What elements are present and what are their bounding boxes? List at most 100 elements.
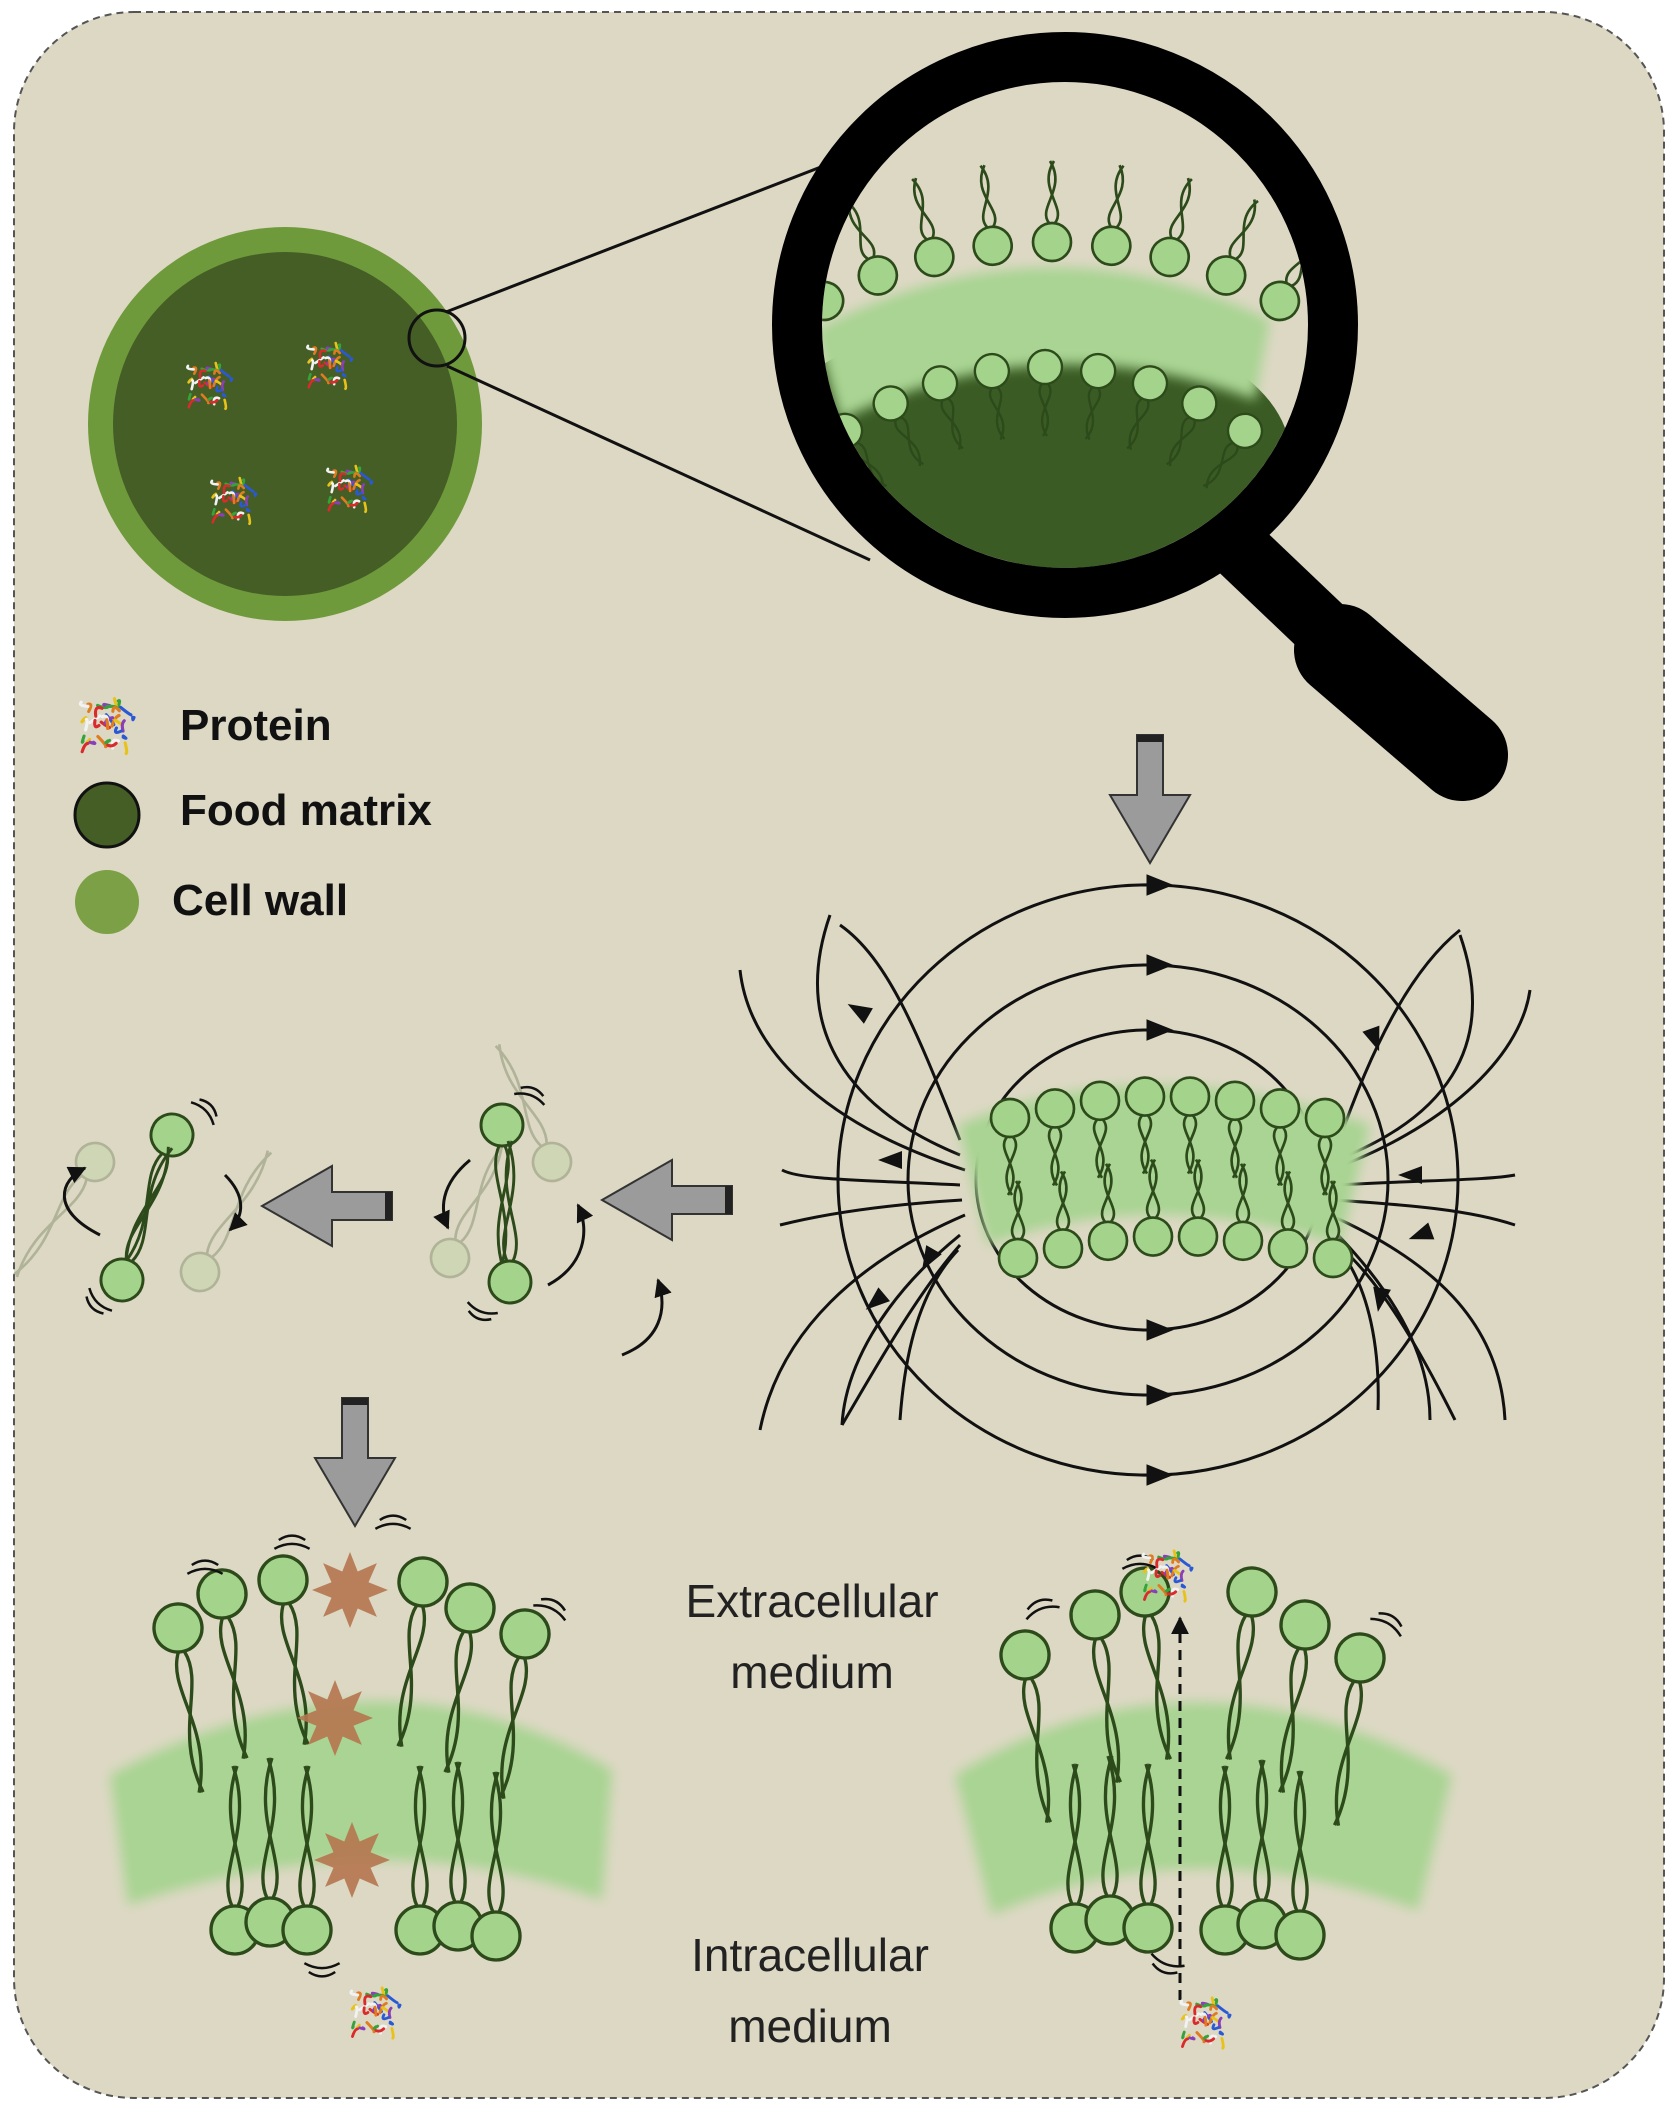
lipid-outer	[1079, 1080, 1121, 1179]
electric-field-lines	[738, 874, 1532, 1486]
vibration-marks	[1150, 1952, 1185, 1975]
lipid-inner	[973, 352, 1011, 441]
rotation-arrow	[547, 1203, 594, 1287]
cell-wall-swatch	[75, 870, 139, 934]
lipid-inner	[1087, 1163, 1129, 1262]
rotation-arrow	[621, 1278, 672, 1357]
lipid-outer	[989, 1097, 1031, 1196]
protein-icon	[349, 1986, 402, 2040]
lipid-outer	[822, 280, 845, 322]
lipid-outer	[911, 177, 955, 278]
lipid-inner	[921, 365, 964, 451]
lipid-outer	[152, 1602, 205, 1793]
lipid-outer	[1332, 1632, 1386, 1826]
lipid-inner	[1312, 1180, 1354, 1279]
extracellular-label-line2: medium	[730, 1646, 894, 1698]
lipid-inner	[1042, 1170, 1084, 1269]
vibration-marks	[374, 1514, 412, 1530]
rotation-arrow	[433, 1158, 471, 1230]
field-line	[898, 1248, 960, 1421]
field-line	[758, 1213, 966, 1431]
lipid-ghost	[494, 1044, 573, 1183]
rotation-arrow	[62, 1166, 101, 1237]
lipid-outer	[972, 164, 1014, 267]
lipid-inner	[1166, 385, 1218, 467]
protein-icon	[78, 697, 136, 756]
lipid-outer	[1259, 1088, 1301, 1187]
lipid-outer	[443, 1582, 496, 1773]
lipid-outer	[257, 1554, 310, 1745]
damaged-membrane	[110, 1514, 612, 2040]
lipid-inner	[1026, 348, 1064, 437]
magnifying-glass-icon	[772, 32, 1508, 801]
lipid-inner	[1126, 365, 1169, 451]
lipid-inner	[1079, 352, 1117, 441]
lipid-moving	[120, 1112, 195, 1269]
vibration-marks	[466, 1301, 498, 1322]
protein-icon	[349, 1986, 402, 2040]
legend: Protein Food matrix Cell wall	[73, 697, 432, 934]
vibration-marks	[85, 1287, 113, 1315]
cell-proteins	[186, 341, 374, 526]
lipid-inner	[1132, 1158, 1174, 1257]
lipid-outer	[1034, 1088, 1076, 1187]
food-matrix-swatch	[73, 781, 141, 849]
lipid-inner	[1236, 1759, 1288, 1950]
field-line	[1335, 1173, 1516, 1187]
vibration-marks	[273, 1534, 311, 1550]
lipid-outer	[1277, 1599, 1331, 1793]
protein-icon	[1179, 1996, 1232, 2050]
intracellular-label-line1: Intracellular	[691, 1929, 929, 1981]
lipid-outer	[1205, 199, 1259, 296]
cell	[88, 146, 871, 621]
down-arrow-icon	[313, 1397, 397, 1528]
lipid-outer	[1169, 1076, 1211, 1175]
lipid-ghost	[179, 1150, 273, 1293]
process-arrows	[259, 734, 1192, 1528]
intracellular-label-line2: medium	[728, 2000, 892, 2052]
vibration-marks	[303, 1962, 341, 1978]
damage-star-icon	[297, 1552, 390, 1898]
rotation-arrow	[223, 1173, 248, 1232]
field-line	[1335, 934, 1474, 1162]
lipid-outer	[999, 1629, 1053, 1823]
field-line	[1333, 1198, 1516, 1227]
legend-cell-wall-label: Cell wall	[172, 876, 348, 925]
lipid-inner	[470, 1771, 522, 1962]
lipid-inner	[1177, 1158, 1219, 1257]
legend-food-matrix-label: Food matrix	[180, 786, 432, 835]
lipid-outer	[1224, 1566, 1278, 1760]
vibration-marks	[1025, 1598, 1060, 1621]
lipid-moving	[487, 1140, 533, 1305]
lipid-outer	[1304, 1097, 1346, 1196]
down-arrow-icon	[1108, 734, 1192, 865]
vibration-marks	[533, 1597, 567, 1622]
legend-protein-label: Protein	[180, 701, 332, 750]
vibration-marks	[190, 1098, 218, 1126]
vibrating-lipids	[12, 1044, 672, 1357]
lipid-outer	[498, 1608, 551, 1799]
lipid-inner	[1222, 1163, 1264, 1262]
membrane-in-field	[958, 1076, 1370, 1279]
protein-icon	[1141, 1549, 1232, 2050]
field-line	[781, 1168, 961, 1187]
lipid-inner	[394, 1765, 446, 1956]
extracellular-label-line1: Extracellular	[685, 1575, 938, 1627]
protein-icon	[78, 697, 136, 756]
field-line	[1329, 1213, 1507, 1421]
vibration-marks	[186, 1559, 224, 1575]
protein-icon	[326, 464, 374, 514]
lipid-outer	[396, 1556, 449, 1747]
lipid-inner	[281, 1765, 333, 1956]
lipid-inner	[1274, 1770, 1326, 1961]
field-line	[816, 914, 961, 1157]
vibration-marks	[1370, 1612, 1403, 1638]
protein-icon	[306, 341, 354, 391]
vibration-marks	[514, 1085, 546, 1106]
lipid-outer	[1031, 160, 1073, 263]
lipid-outer	[1124, 1076, 1166, 1175]
field-line	[1329, 989, 1532, 1172]
lipid-inner	[1202, 412, 1264, 489]
